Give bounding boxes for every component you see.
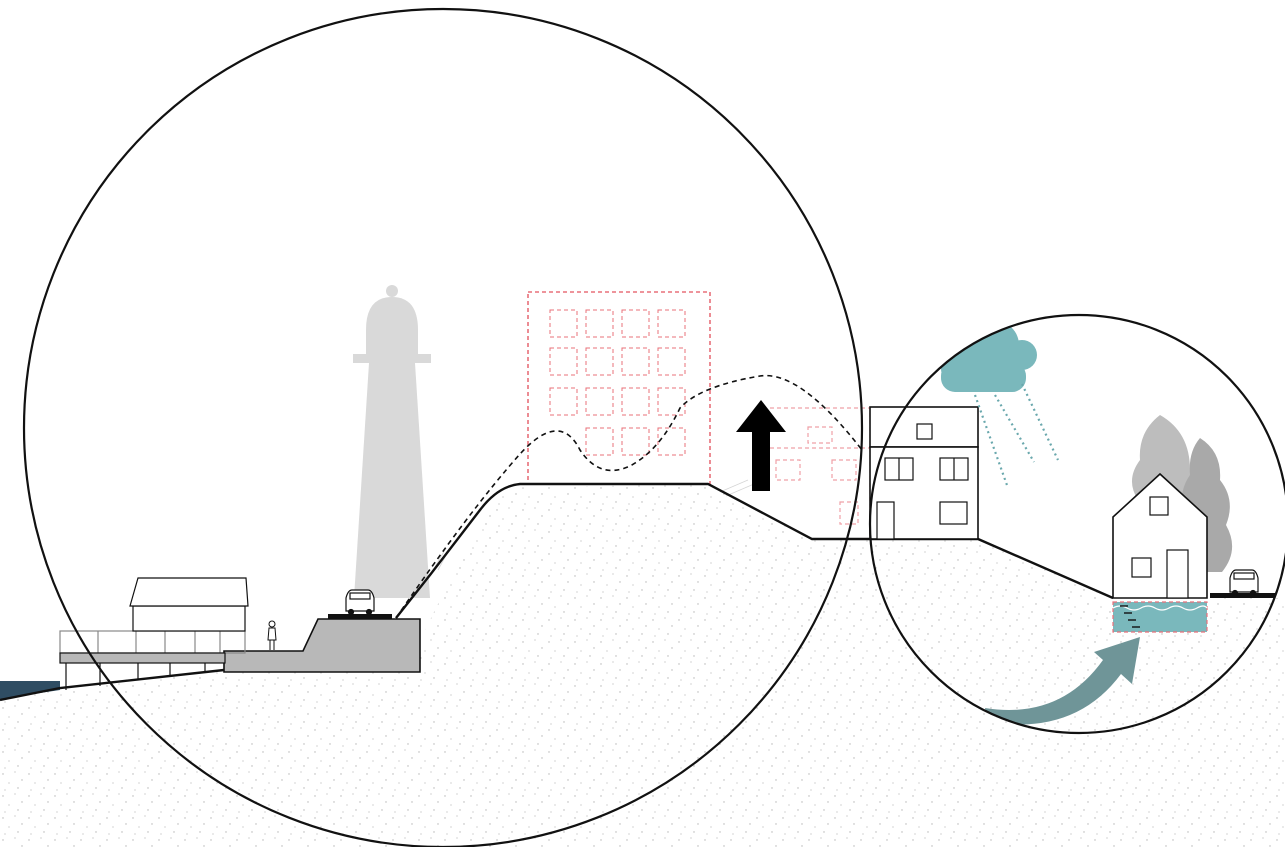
car-icon bbox=[346, 590, 374, 615]
existing-building bbox=[870, 407, 978, 539]
quay-wall bbox=[224, 619, 420, 672]
rain-lines bbox=[975, 384, 1058, 488]
lighthouse-icon bbox=[353, 285, 431, 598]
ground-terrain bbox=[0, 484, 1285, 847]
proposed-building-faded bbox=[770, 408, 870, 539]
up-arrow-icon bbox=[736, 400, 786, 491]
proposed-building-outline bbox=[528, 292, 710, 484]
pedestrian-icon bbox=[268, 621, 276, 650]
car-icon bbox=[1230, 570, 1258, 596]
quay-road bbox=[328, 614, 392, 619]
